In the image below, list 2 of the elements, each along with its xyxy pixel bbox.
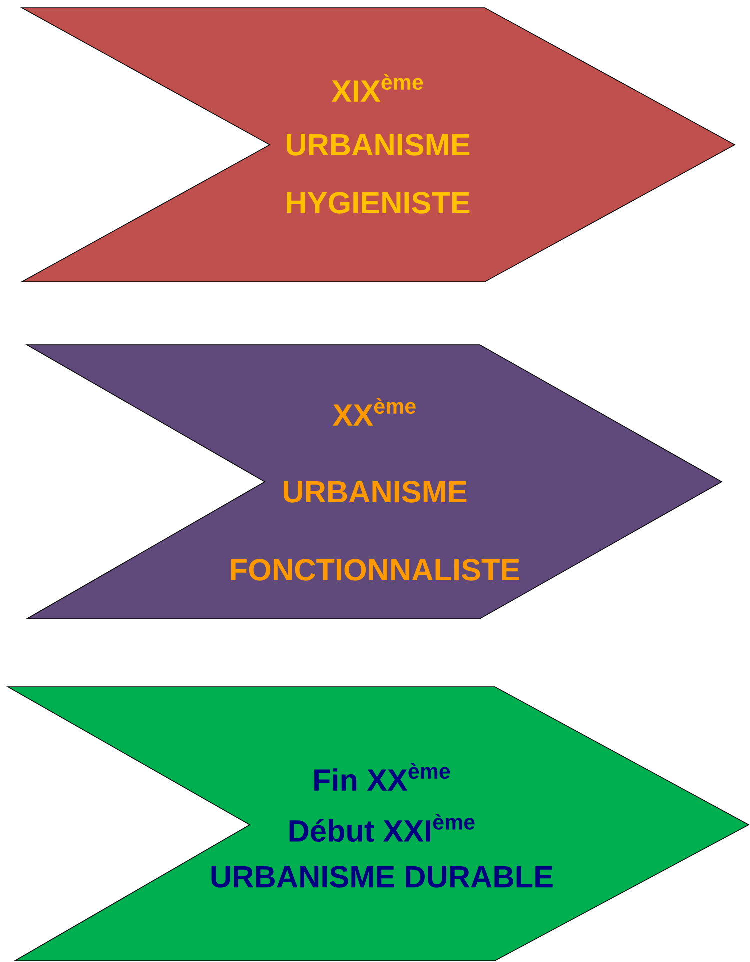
chevron: XX$^{ème}$ URBANISME FONCTIONNALISTE [26,344,723,620]
chevron: XIX$^{ème}$ URBANISME HYGIENISTE [20,8,736,282]
